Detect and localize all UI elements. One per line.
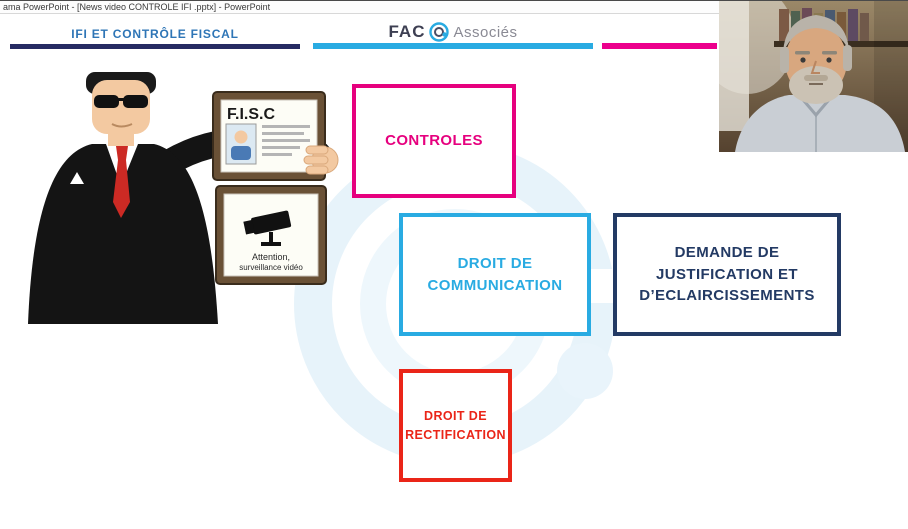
presenter-portrait — [719, 1, 908, 152]
fisc-badge-wallet: F.I.S.C — [212, 91, 327, 285]
presenter-webcam-video — [719, 1, 908, 152]
badge-title: F.I.S.C — [227, 106, 275, 123]
header-pink-bar — [602, 43, 717, 49]
box-droit-de-rectification-label: DROIT DE RECTIFICATION — [405, 409, 506, 442]
box-droit-de-rectification: DROIT DE RECTIFICATION — [399, 369, 512, 482]
agent-suit — [28, 144, 218, 324]
window-title: ama PowerPoint - [News video CONTROLE IF… — [3, 2, 271, 12]
surveillance-camera-icon — [243, 210, 292, 246]
box-demande-justification-label: DEMANDE DE JUSTIFICATION ET D’ECLAIRCISS… — [639, 243, 815, 305]
agent-tie — [113, 146, 130, 218]
box-demande-justification: DEMANDE DE JUSTIFICATION ET D’ECLAIRCISS… — [613, 213, 841, 336]
pocket-square — [70, 172, 84, 184]
presenter-figure — [735, 15, 905, 152]
title-underline-bar — [10, 44, 300, 49]
box-droit-de-communication: DROIT DE COMMUNICATION — [399, 213, 591, 336]
box-droit-de-communication-label: DROIT DE COMMUNICATION — [427, 254, 563, 294]
badge-caption-1: Attention, — [252, 252, 290, 262]
logo-text-fac: FAC — [388, 22, 426, 41]
badge-caption-2: surveillance vidéo — [239, 263, 303, 272]
agent-face — [92, 80, 150, 134]
logo-ring-icon — [429, 22, 450, 42]
agent-hand — [303, 145, 339, 175]
box-controles-label: CONTROLES — [385, 132, 483, 150]
header-cyan-bar — [313, 43, 593, 49]
agent-sunglasses — [94, 95, 148, 108]
fac-associes-logo: FAC Associés — [352, 20, 554, 44]
box-controles: CONTROLES — [352, 84, 516, 198]
agent-mouth — [111, 123, 133, 128]
badge-text-lines — [262, 125, 310, 156]
logo-text-associes: Associés — [453, 23, 518, 41]
slide-title: IFI ET CONTRÔLE FISCAL — [71, 27, 239, 41]
agent-neck — [108, 128, 134, 146]
window-titlebar[interactable]: ama PowerPoint - [News video CONTROLE IF… — [0, 1, 908, 14]
fisc-agent-cartoon: F.I.S.C — [28, 72, 339, 324]
